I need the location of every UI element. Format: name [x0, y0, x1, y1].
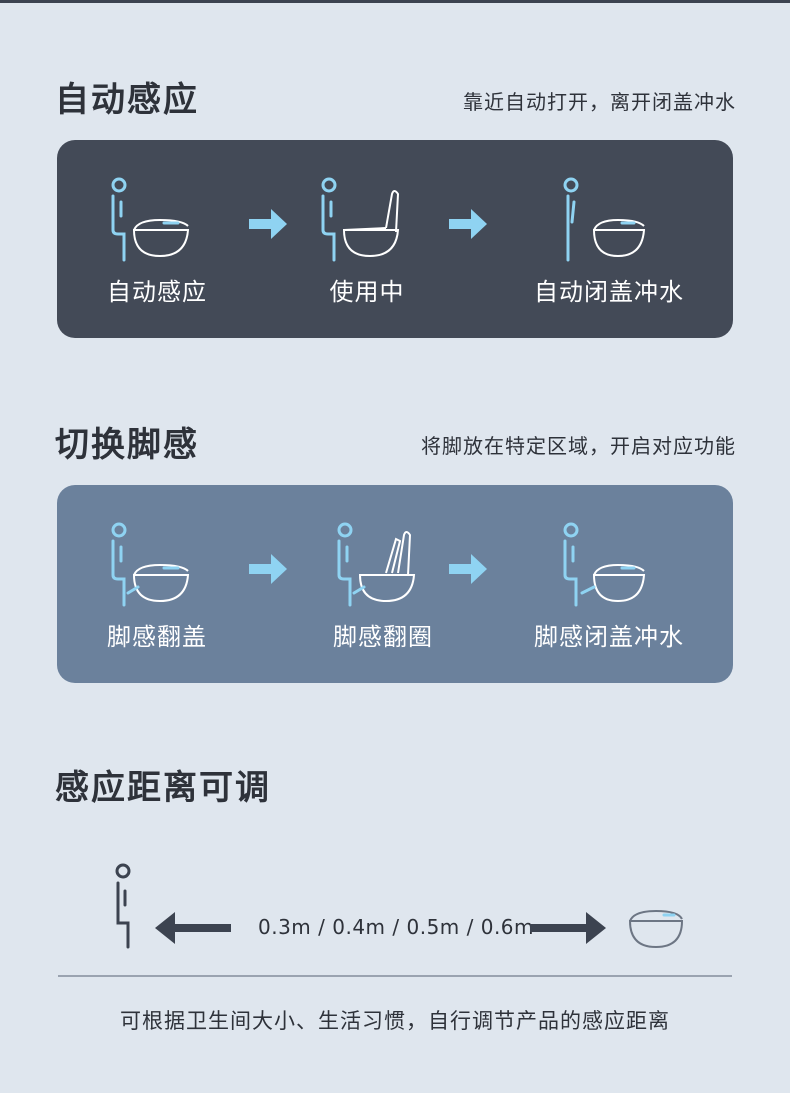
step-label: 使用中: [329, 278, 405, 306]
person-icon: [115, 863, 131, 949]
footnote: 可根据卫生间大小、生活习惯，自行调节产品的感应距离: [120, 1009, 670, 1033]
person-foot-toilet-flush-icon: [563, 522, 646, 607]
distance-diagram: 0.3m / 0.4m / 0.5m / 0.6m: [0, 855, 790, 955]
arrow-left-icon: [155, 912, 231, 944]
person-toilet-lid-open-icon: [321, 177, 400, 262]
auto-sensing-panel: 自动感应 使用中 自动闭盖冲水: [57, 140, 733, 338]
person-leaving-toilet-icon: [563, 177, 646, 262]
step-label: 脚感闭盖冲水: [534, 623, 684, 651]
step-foot-flush: 脚感闭盖冲水: [509, 485, 709, 683]
foot-sensing-panel: 脚感翻盖 脚感翻圈 脚感闭盖冲水: [57, 485, 733, 683]
section-title-foot-sensing: 切换脚感: [55, 425, 199, 465]
arrow-right-icon: [449, 554, 487, 584]
toilet-icon: [628, 909, 684, 949]
distance-values: 0.3m / 0.4m / 0.5m / 0.6m: [258, 915, 535, 939]
top-rule: [0, 0, 790, 3]
step-foot-lid: 脚感翻盖: [57, 485, 257, 683]
section-title-distance: 感应距离可调: [55, 768, 271, 808]
step-auto-sense: 自动感应: [57, 140, 257, 338]
step-in-use: 使用中: [267, 140, 467, 338]
step-label: 自动感应: [107, 278, 207, 306]
person-foot-toilet-icon: [111, 522, 190, 607]
step-label: 脚感翻圈: [333, 623, 433, 651]
section-subtitle-auto-sensing: 靠近自动打开，离开闭盖冲水: [463, 90, 736, 114]
person-foot-toilet-seat-up-icon: [337, 522, 416, 607]
step-auto-close-flush: 自动闭盖冲水: [509, 140, 709, 338]
arrow-right-icon: [249, 554, 287, 584]
step-foot-seat: 脚感翻圈: [283, 485, 483, 683]
arrow-right-icon: [530, 912, 606, 944]
arrow-right-icon: [449, 209, 487, 239]
person-near-toilet-closed-icon: [111, 177, 190, 262]
step-label: 脚感翻盖: [107, 623, 207, 651]
section-title-auto-sensing: 自动感应: [55, 80, 199, 120]
section-subtitle-foot-sensing: 将脚放在特定区域，开启对应功能: [421, 434, 736, 458]
arrow-right-icon: [249, 209, 287, 239]
step-label: 自动闭盖冲水: [534, 278, 684, 306]
divider: [58, 975, 732, 977]
